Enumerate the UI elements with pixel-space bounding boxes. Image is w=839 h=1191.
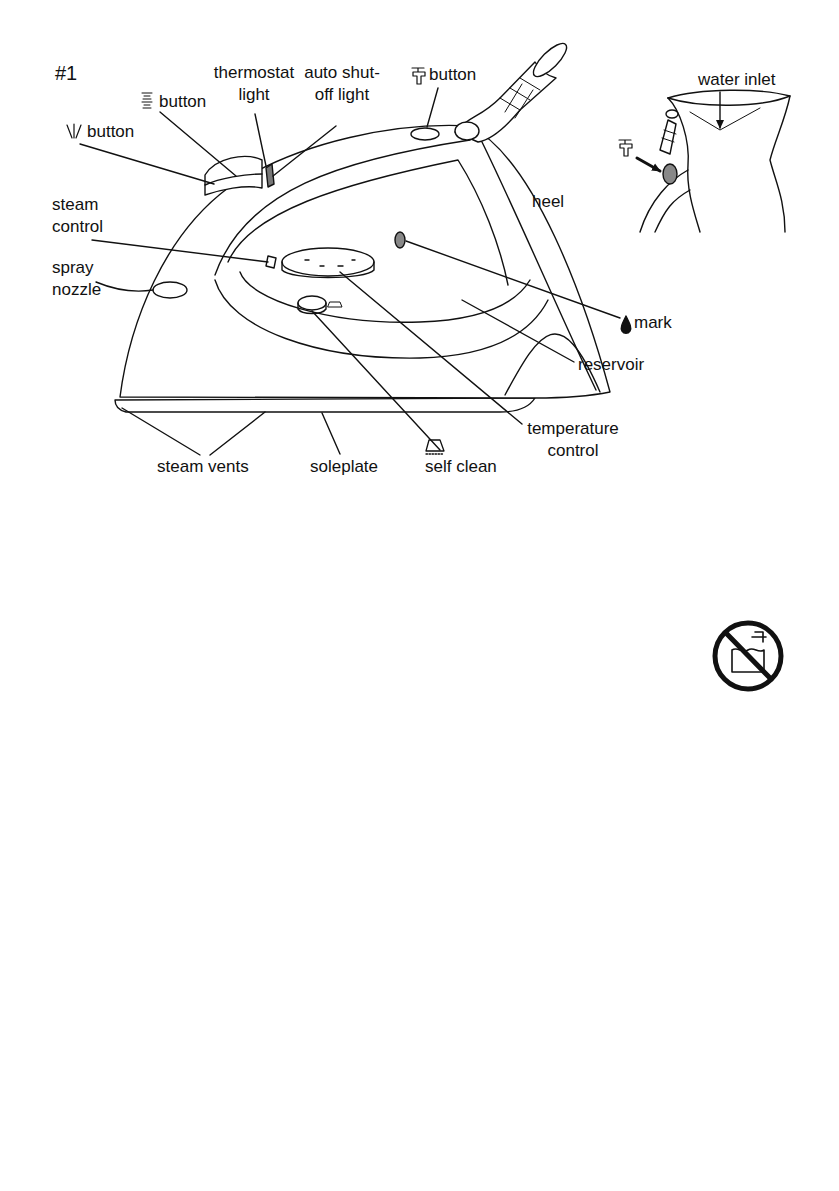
part-label: mark: [634, 312, 672, 334]
part-label: reservoir: [578, 354, 644, 376]
part-label: auto shut-off light: [304, 62, 380, 106]
part-label: temperature control: [517, 418, 629, 462]
part-label: steam vents: [157, 456, 249, 478]
part-label: spray nozzle: [52, 257, 124, 301]
part-label: water inlet: [698, 69, 775, 91]
part-label: thermostat light: [206, 62, 302, 106]
part-label: heel: [532, 191, 564, 213]
part-label: button: [429, 64, 476, 86]
part-label: steam control: [52, 194, 124, 238]
part-label: button: [159, 91, 206, 113]
part-label: soleplate: [310, 456, 378, 478]
figure-number: #1: [55, 62, 77, 84]
part-label: self clean: [425, 456, 497, 478]
part-label: button: [87, 121, 134, 143]
